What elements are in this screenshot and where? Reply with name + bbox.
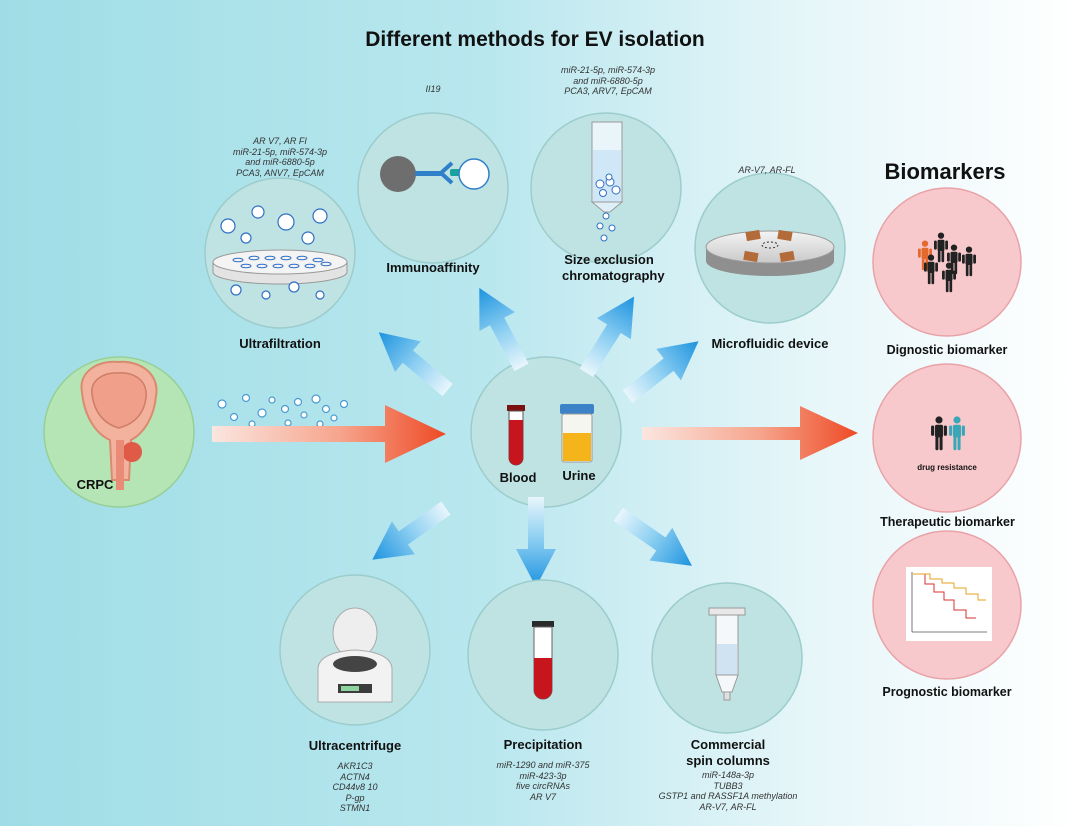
crpc-to-sample-arrow xyxy=(212,405,446,463)
marker-line: TUBB3 xyxy=(713,780,743,791)
microfluidic-markers: AR-V7, AR-FL xyxy=(727,165,807,176)
precipitation-markers: miR-1290 and miR-375 miR-423-3p five cir… xyxy=(488,760,598,802)
urine-cup-icon xyxy=(560,404,594,463)
marker-line: P-gp xyxy=(345,792,365,803)
blood-label: Blood xyxy=(499,470,537,485)
marker-line: II19 xyxy=(425,84,441,94)
figure-title: Different methods for EV isolation xyxy=(365,28,705,51)
precipitation-node xyxy=(467,579,619,731)
marker-line: AR-V7, AR-FL xyxy=(699,801,757,812)
marker-line: five circRNAs xyxy=(515,781,570,791)
marker-line: miR-21-5p, miR-574-3p xyxy=(560,65,656,75)
prognostic-biomarker-node xyxy=(872,530,1022,680)
marker-line: STMN1 xyxy=(339,803,371,813)
marker-line: PCA3, ANV7, EpCAM xyxy=(236,167,324,178)
ultracentrifuge-markers: AKR1C3 ACTN4 CD44v8 10 P-gp STMN1 xyxy=(315,761,395,814)
antibody-bead-icon xyxy=(380,156,490,192)
sec-label: Size exclusion chromatography xyxy=(562,252,665,283)
prostate-icon xyxy=(80,360,158,490)
biomarkers-header: Biomarkers xyxy=(884,159,1006,184)
marker-line: miR-423-3p xyxy=(519,770,567,781)
column-icon xyxy=(590,121,624,213)
marker-line: AKR1C3 xyxy=(337,761,373,771)
diagnostic-biomarker-node xyxy=(872,187,1022,337)
spin-column-markers: miR-148a-3p TUBB3 GSTP1 and RASSF1A meth… xyxy=(656,770,800,812)
marker-line: PCA3, ARV7, EpCAM xyxy=(564,86,652,96)
ultrafiltration-label: Ultrafiltration xyxy=(239,336,321,351)
blood-tube-icon xyxy=(507,405,525,466)
sec-markers: miR-21-5p, miR-574-3p and miR-6880-5p PC… xyxy=(545,65,671,97)
bead-icons xyxy=(595,173,621,242)
marker-line: and miR-6880-5p xyxy=(245,157,315,167)
therapeutic-biomarker-node xyxy=(872,363,1022,513)
ultrafiltration-node xyxy=(204,177,356,329)
vesicle-icons xyxy=(220,205,328,300)
microfluidic-label: Microfluidic device xyxy=(711,336,829,351)
spin-column-node xyxy=(651,582,803,734)
chip-icon xyxy=(705,229,835,276)
therapeutic-biomarker-label: Therapeutic biomarker xyxy=(880,515,1015,529)
marker-line: miR-148a-3p xyxy=(701,770,755,780)
immunoaffinity-markers: II19 xyxy=(410,84,456,95)
marker-line: miR-1290 and miR-375 xyxy=(496,760,590,770)
sample-to-biomarkers-arrow xyxy=(642,406,858,460)
sample-node xyxy=(470,356,622,508)
urine-label: Urine xyxy=(562,468,596,483)
crpc-label: CRPC xyxy=(76,477,114,492)
marker-line: AR V7 xyxy=(529,791,556,802)
spin-column-label: Commercial spin columns xyxy=(686,737,770,768)
precipitation-label: Precipitation xyxy=(503,737,583,752)
marker-line: GSTP1 and RASSF1A methylation xyxy=(658,791,798,801)
ultracentrifuge-node xyxy=(279,574,431,726)
survival-curve-icon xyxy=(906,567,992,641)
microfluidic-node xyxy=(694,172,846,324)
prognostic-biomarker-label: Prognostic biomarker xyxy=(882,685,1012,699)
marker-line: AR-V7, AR-FL xyxy=(738,165,796,175)
marker-line: ACTN4 xyxy=(340,771,370,782)
ultracentrifuge-label: Ultracentrifuge xyxy=(308,738,402,753)
diagnostic-biomarker-label: Dignostic biomarker xyxy=(886,343,1008,357)
spin-column-icon xyxy=(708,607,746,701)
immunoaffinity-label: Immunoaffinity xyxy=(386,260,480,275)
centrifuge-icon xyxy=(317,607,393,703)
precipitation-tube-icon xyxy=(532,621,554,700)
ultrafiltration-markers: AR V7, AR FI miR-21-5p, miR-574-3p and m… xyxy=(220,136,340,178)
marker-line: AR V7, AR FI xyxy=(253,136,307,146)
marker-line: CD44v8 10 xyxy=(332,782,378,792)
filter-membrane-icon xyxy=(212,249,348,285)
marker-line: miR-21-5p, miR-574-3p xyxy=(232,146,328,157)
immunoaffinity-node xyxy=(357,112,509,264)
sec-node xyxy=(530,112,682,264)
crpc-node xyxy=(43,356,195,508)
marker-line: and miR-6880-5p xyxy=(573,75,643,86)
ev-particles xyxy=(217,393,349,428)
drug-resistance-label: drug resistance xyxy=(917,463,977,472)
